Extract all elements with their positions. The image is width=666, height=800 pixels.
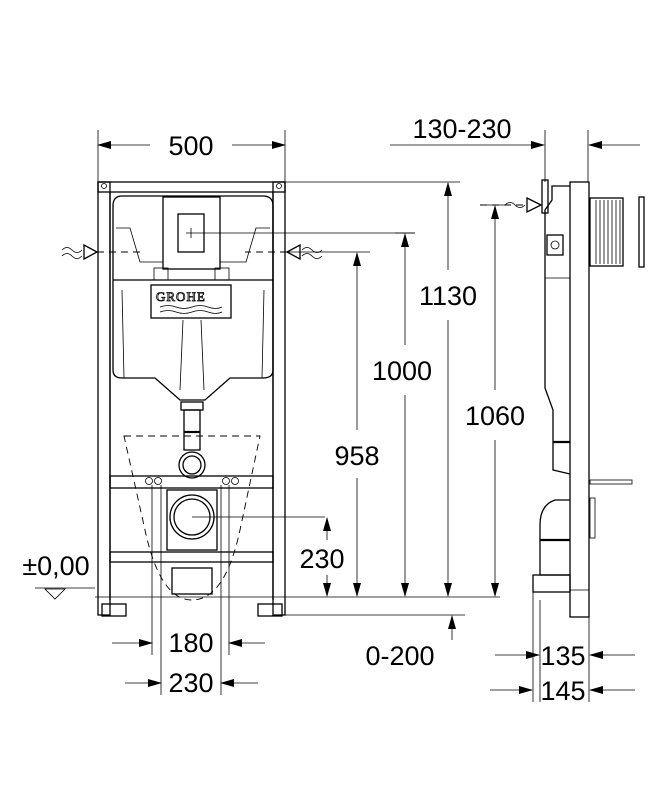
dim-1130: 1130 <box>285 181 477 597</box>
floor-level-marker: ±0,00 <box>22 551 95 600</box>
dim-958: 958 <box>334 252 380 597</box>
water-inlet-left <box>61 243 140 261</box>
front-view: GROHE <box>61 181 415 617</box>
label-1130: 1130 <box>419 281 477 311</box>
frame <box>97 181 286 617</box>
label-0-200: 0-200 <box>365 641 434 671</box>
label-958: 958 <box>334 441 379 471</box>
dim-1000: 1000 <box>372 232 432 597</box>
dim-230-bolts: 230 <box>125 485 258 698</box>
label-1000: 1000 <box>372 356 432 386</box>
dim-145: 145 <box>490 592 635 706</box>
dim-135: 135 <box>495 600 635 702</box>
grohe-logo: GROHE <box>156 289 206 304</box>
label-230-drain: 230 <box>299 544 344 574</box>
label-230-bolts: 230 <box>168 668 213 698</box>
label-135: 135 <box>540 641 585 671</box>
label-500: 500 <box>168 131 213 161</box>
side-view <box>480 179 645 618</box>
label-145: 145 <box>540 676 585 706</box>
dim-130-230: 130-230 <box>390 114 640 182</box>
bowl-outline <box>123 435 261 601</box>
water-inlet-right <box>245 243 370 261</box>
label-floor-level: ±0,00 <box>22 551 89 581</box>
label-1060: 1060 <box>465 401 525 431</box>
cistern: GROHE <box>112 195 415 479</box>
dim-180: 180 <box>112 485 265 658</box>
dim-frame-width: 500 <box>97 130 286 182</box>
dim-1060: 1060 <box>465 204 525 597</box>
label-180: 180 <box>168 628 213 658</box>
dim-0-200: 0-200 <box>365 615 456 671</box>
drain-connection <box>145 477 325 595</box>
dim-230-drain: 230 <box>299 517 345 597</box>
label-130-230: 130-230 <box>412 114 511 144</box>
